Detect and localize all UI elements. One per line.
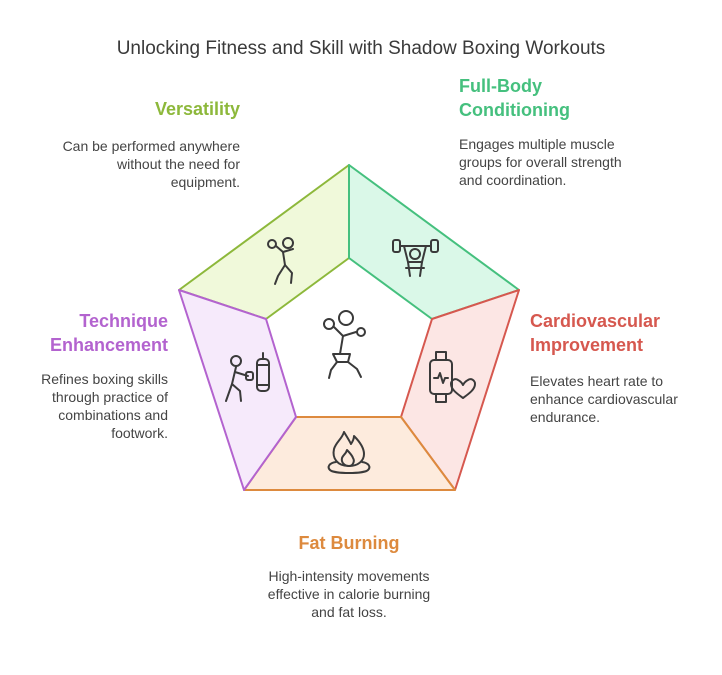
description-fat-burning: High-intensity movements effective in ca… (267, 568, 431, 620)
smartwatch-heart-icon (429, 351, 476, 403)
boxer-icon (267, 237, 294, 285)
description-cardiovascular-improvement: Elevates heart rate to enhance cardiovas… (530, 373, 678, 425)
label-versatility: Versatility (154, 99, 240, 119)
label-cardiovascular-improvement: Cardiovascular Improvement (530, 311, 661, 355)
diagram-title: Unlocking Fitness and Skill with Shadow … (116, 38, 606, 59)
weightlifter-icon (392, 239, 439, 277)
label-fat-burning: Fat Burning (298, 533, 400, 553)
label-technique-enhancement: Technique Enhancement (49, 311, 168, 355)
label-full-body-conditioning: Full-Body Conditioning (459, 76, 570, 120)
flame-icon (327, 431, 371, 474)
description-full-body-conditioning: Engages multiple muscle groups for overa… (459, 136, 622, 188)
punching-bag-icon (225, 352, 270, 402)
shadow-boxer-icon (323, 310, 366, 379)
description-versatility: Can be performed anywhere without the ne… (62, 138, 240, 190)
description-technique-enhancement: Refines boxing skills through practice o… (41, 371, 168, 441)
